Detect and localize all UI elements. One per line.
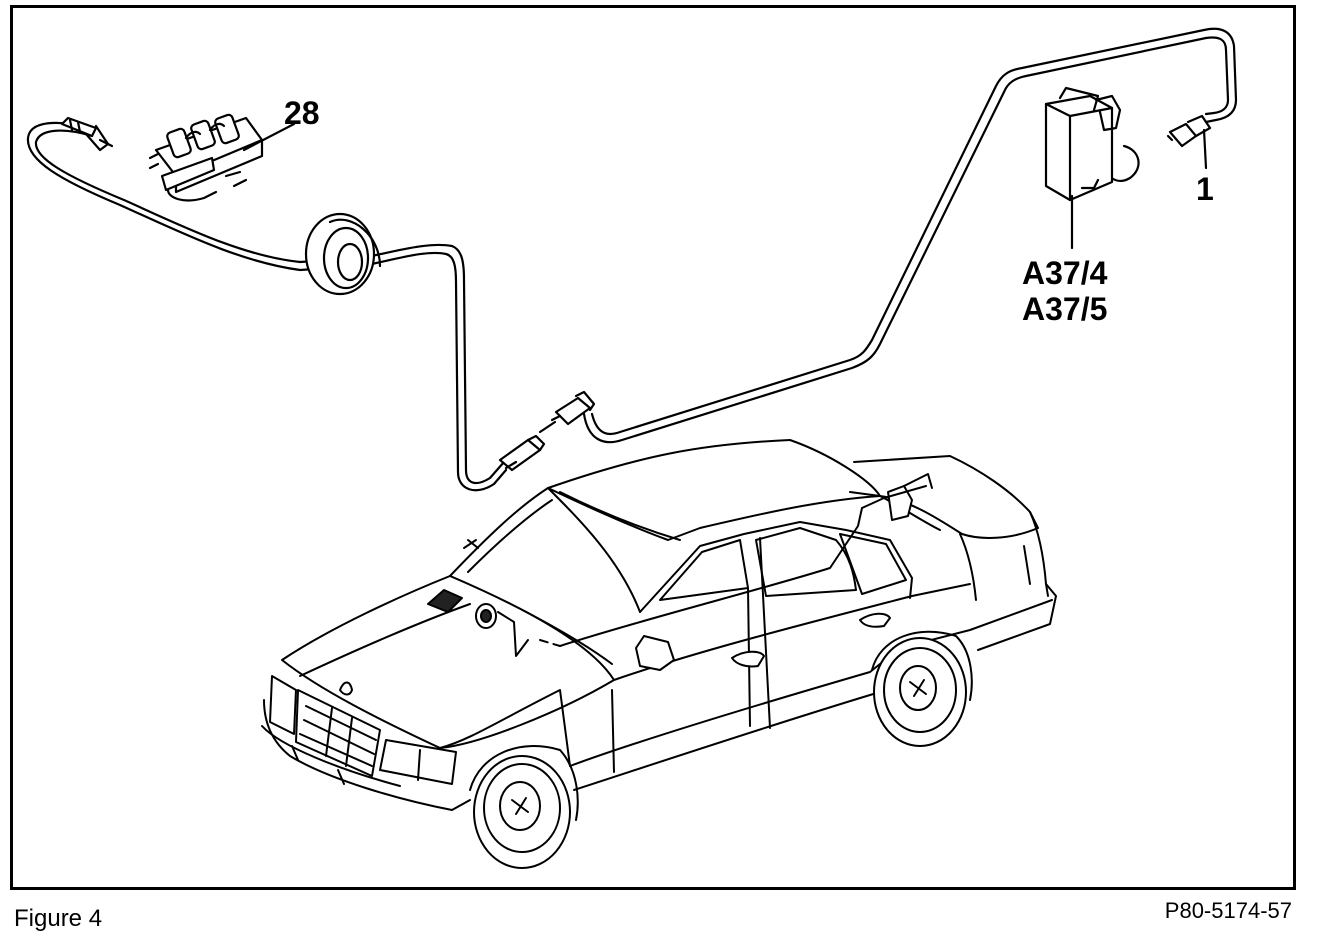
callout-labels: 28 1 A37/4 A37/5 — [284, 95, 1214, 327]
car-sedan — [261, 439, 1057, 869]
figure-caption: Figure 4 — [14, 905, 103, 932]
harness-connectors — [60, 114, 1212, 472]
drawing-number: P80-5174-57 — [1164, 898, 1292, 923]
figure-border — [10, 5, 1296, 890]
control-unit-a37 — [1044, 86, 1122, 202]
callout-a37-5: A37/5 — [1022, 291, 1107, 327]
connector-1 — [1166, 114, 1212, 148]
callout-1: 1 — [1196, 171, 1214, 207]
middle-plug-connector — [498, 434, 546, 472]
installed-location — [427, 485, 927, 657]
leader-lines — [242, 122, 1208, 250]
callout-28: 28 — [284, 95, 320, 131]
wiring-harness — [26, 27, 1238, 492]
cable-grommet — [304, 212, 382, 296]
left-pigtail-connector — [60, 116, 114, 152]
callout-a37-4: A37/4 — [1022, 255, 1108, 291]
relay-module-28 — [148, 113, 264, 202]
middle-socket-connector — [550, 390, 596, 426]
